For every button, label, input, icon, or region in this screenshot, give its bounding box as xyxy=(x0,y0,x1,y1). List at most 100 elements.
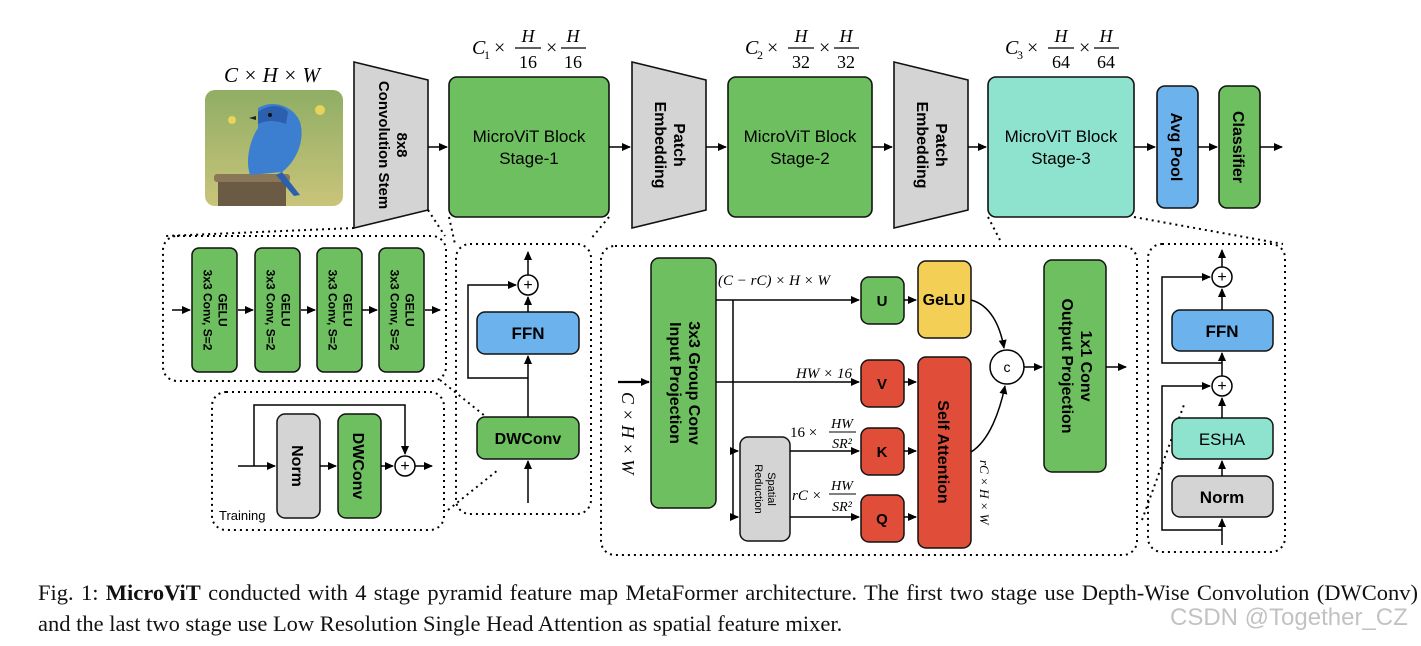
stage3-label-2: Stage-3 xyxy=(1031,149,1091,168)
v-dims: HW × 16 xyxy=(795,366,852,382)
v-label: V xyxy=(877,376,887,393)
stage3-frac1-den: 64 xyxy=(1052,52,1070,72)
stage2-label-1: MicroViT Block xyxy=(744,127,857,146)
out-dims: rC × H × W xyxy=(977,460,992,526)
training-dwconv-label: DWConv xyxy=(349,433,366,500)
patch1-label-1: Patch xyxy=(670,123,687,167)
stem-detail-panel xyxy=(162,235,447,382)
stage3-frac2-num: H xyxy=(1099,26,1114,46)
input-bird-image xyxy=(205,90,343,206)
stem-conv-label-conv: 3x3 Conv, S=2 xyxy=(201,270,215,351)
spatial-reduction xyxy=(739,436,791,542)
input-projection xyxy=(650,257,717,509)
stage2-times-2: × xyxy=(819,37,830,59)
stage3-times-2: × xyxy=(1079,37,1090,59)
stem-conv-label-gelu: GELU xyxy=(216,293,230,326)
stage1-dims-sub: 1 xyxy=(484,48,490,62)
stem-conv-label-gelu: GELU xyxy=(403,293,417,326)
stage2-dims-sub: 2 xyxy=(757,48,763,62)
dw-dwconv-label: DWConv xyxy=(495,431,562,448)
stem-conv-label-conv: 3x3 Conv, S=2 xyxy=(388,270,402,351)
caption-prefix: Fig. 1: xyxy=(38,580,106,605)
esha-arrows xyxy=(1161,249,1226,545)
stem-conv-block-2 xyxy=(254,247,301,373)
stage1-label-1: MicroViT Block xyxy=(473,127,586,146)
dw-block-panel xyxy=(455,243,592,515)
output-proj-label-2: Output Projection xyxy=(1058,298,1075,433)
esha-label: ESHA xyxy=(1199,430,1246,449)
stage1-frac1-den: 16 xyxy=(519,52,537,72)
q-dims-num: HW xyxy=(830,479,854,494)
stage2-label-2: Stage-2 xyxy=(770,149,830,168)
stage2-times-1: × xyxy=(767,37,778,59)
dw-plus: + xyxy=(523,277,532,294)
caption-bold: MicroViT xyxy=(105,580,201,605)
stage3-times-1: × xyxy=(1027,37,1038,59)
input-dims-label: C × H × W xyxy=(224,63,323,87)
k-label: K xyxy=(877,444,888,461)
output-proj-label-1: 1x1 Conv xyxy=(1077,330,1094,401)
patch-embedding-2 xyxy=(893,60,969,230)
spatial-label-2: Reduction xyxy=(752,464,764,514)
stage1-times-1: × xyxy=(494,37,505,59)
gelu-block xyxy=(917,260,972,339)
esha-mid-plus: + xyxy=(1217,378,1226,395)
caption-rest: conducted with 4 stage pyramid feature m… xyxy=(38,580,1418,636)
k-dims-den: SR² xyxy=(832,437,853,452)
stage1-frac1-num: H xyxy=(521,26,536,46)
classifier-label: Classifier xyxy=(1229,111,1246,183)
architecture-diagram: C × H × W 8x8 Convolution Stem C 1 × H 1… xyxy=(162,26,1286,556)
training-label: Training xyxy=(219,508,265,523)
u-label: U xyxy=(877,293,888,310)
output-projection xyxy=(1043,259,1107,473)
patch1-label-2: Embedding xyxy=(651,101,668,188)
input-proj-label-2: Input Projection xyxy=(666,322,683,444)
q-dims-left: rC × xyxy=(792,488,822,504)
stage2-frac2-num: H xyxy=(839,26,854,46)
stem-conv-label-gelu: GELU xyxy=(341,293,355,326)
self-attention-block xyxy=(917,356,972,549)
q-block xyxy=(860,494,905,543)
stem-conv-block-4 xyxy=(378,247,425,373)
zoom-lines xyxy=(164,209,1284,521)
spatial-label-1: Spatial xyxy=(765,472,777,506)
esha-norm-label: Norm xyxy=(1200,488,1244,507)
esha-top-plus: + xyxy=(1217,269,1226,286)
stem-conv-label-conv: 3x3 Conv, S=2 xyxy=(264,270,278,351)
attention-arrows xyxy=(716,296,1127,521)
stage3-frac2-den: 64 xyxy=(1097,52,1115,72)
stage1-frac2-num: H xyxy=(566,26,581,46)
stage1-times-2: × xyxy=(546,37,557,59)
stem-label-1: 8x8 xyxy=(393,132,410,157)
u-dims: (C − rC) × H × W xyxy=(718,273,832,289)
figure-caption: Fig. 1: MicroViT conducted with 4 stage … xyxy=(38,577,1418,639)
patch2-label-1: Patch xyxy=(932,123,949,167)
stage2-block xyxy=(727,76,873,218)
avgpool-label: Avg Pool xyxy=(1167,113,1184,182)
stem-label-2: Convolution Stem xyxy=(375,81,392,209)
training-norm-label: Norm xyxy=(288,445,305,487)
stage3-dims: C xyxy=(1005,37,1019,59)
esha-panel xyxy=(1147,243,1286,553)
self-attention-label: Self Attention xyxy=(934,400,951,503)
dw-ffn-label: FFN xyxy=(511,324,544,343)
q-dims-den: SR² xyxy=(832,500,853,515)
training-panel xyxy=(211,391,445,531)
stage1-dims: C xyxy=(472,37,486,59)
stage2-frac1-den: 32 xyxy=(792,52,810,72)
stage3-dims-sub: 3 xyxy=(1017,48,1023,62)
input-proj-label-1: 3x3 Group Conv xyxy=(685,321,702,445)
stage2-dims: C xyxy=(745,37,759,59)
stage1-label-2: Stage-1 xyxy=(499,149,559,168)
training-plus: + xyxy=(400,458,409,475)
stage2-frac2-den: 32 xyxy=(837,52,855,72)
stage3-frac1-num: H xyxy=(1054,26,1069,46)
stage3-label-1: MicroViT Block xyxy=(1005,127,1118,146)
esha-ffn-label: FFN xyxy=(1205,322,1238,341)
patch-embedding-1 xyxy=(631,60,707,230)
q-label: Q xyxy=(876,511,888,528)
k-dims-left: 16 × xyxy=(790,425,817,441)
stem-conv-label-conv: 3x3 Conv, S=2 xyxy=(326,270,340,351)
concat-label: c xyxy=(1004,359,1011,375)
stem-conv-block-3 xyxy=(316,247,363,373)
